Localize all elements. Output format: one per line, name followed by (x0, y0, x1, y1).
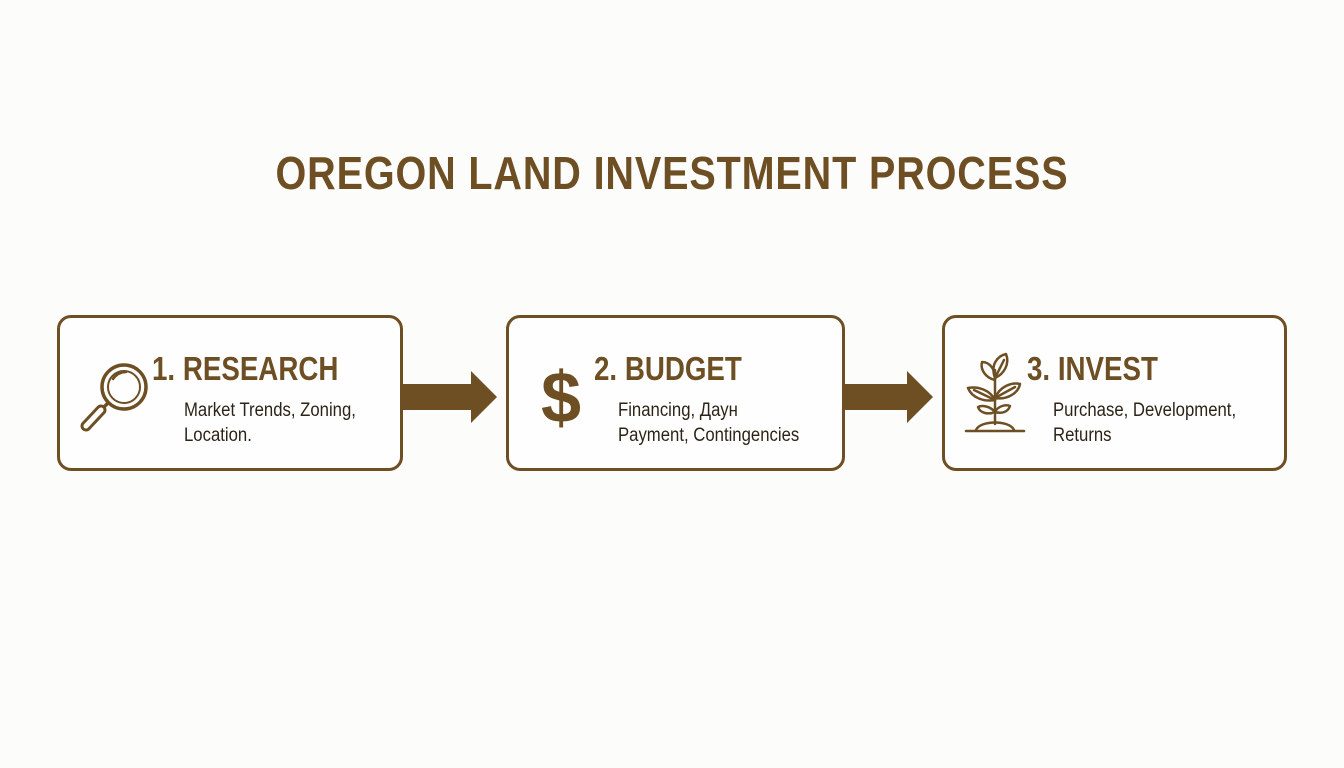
step-description: Purchase, Development, Returns (1053, 398, 1236, 448)
magnifying-glass-icon (80, 363, 148, 432)
svg-text:$: $ (541, 358, 581, 434)
description-line: Financing, Даун (618, 400, 738, 421)
description-line: Market Trends, Zoning, (184, 400, 356, 421)
step-title: 1. RESEARCH (152, 350, 339, 387)
diagram-title: OREGON LAND INVESTMENT PROCESS (275, 147, 1069, 199)
arrow-right-icon (401, 371, 497, 423)
sprout-icon (964, 352, 1026, 433)
step-budget-box: $ 2. BUDGET Financing, Даун Payment, Con… (506, 315, 845, 471)
description-line: Location. (184, 425, 252, 446)
step-research-box: 1. RESEARCH Market Trends, Zoning, Locat… (57, 315, 403, 471)
step-description: Market Trends, Zoning, Location. (184, 398, 356, 448)
step-title: 3. INVEST (1027, 350, 1158, 387)
step-description: Financing, Даун Payment, Contingencies (618, 398, 799, 448)
arrow-right-icon (843, 371, 933, 423)
step-invest-box: 3. INVEST Purchase, Development, Returns (942, 315, 1287, 471)
dollar-sign-icon: $ (541, 358, 581, 434)
step-title: 2. BUDGET (594, 350, 742, 387)
description-line: Returns (1053, 425, 1112, 446)
description-line: Purchase, Development, (1053, 400, 1237, 421)
description-line: Payment, Contingencies (618, 425, 800, 446)
